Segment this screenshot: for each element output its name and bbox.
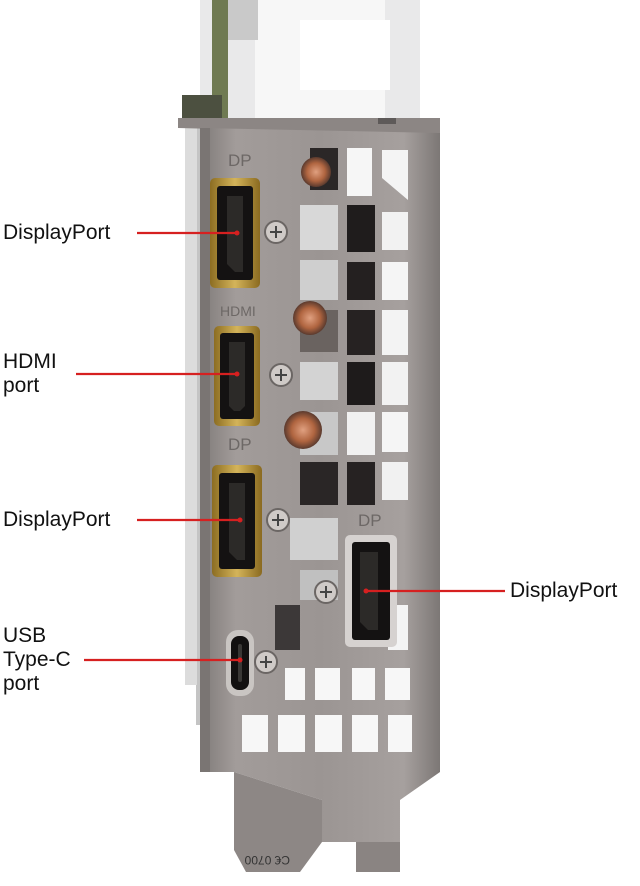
- callout-line: port: [3, 672, 40, 695]
- label-hdmi: HDMI: [220, 303, 256, 319]
- callout-line: Type-C: [3, 648, 71, 671]
- screw-5: [254, 650, 278, 674]
- callout-line: USB: [3, 624, 47, 647]
- label-dp-2: DP: [228, 435, 252, 454]
- heat-pipes: [284, 157, 331, 449]
- callout-displayport-1: DisplayPort: [3, 221, 110, 245]
- callout-line: HDMI: [3, 350, 57, 373]
- callout-usb-type-c-port: USB Type-C port: [3, 624, 71, 696]
- bracket-tab: [234, 772, 322, 872]
- callout-line: DisplayPort: [3, 508, 111, 531]
- leader-lines: [76, 230, 505, 663]
- usb-c-connector: [226, 630, 254, 696]
- screw-3: [266, 508, 290, 532]
- label-dp-1: DP: [228, 151, 252, 170]
- screw-2: [269, 363, 293, 387]
- callout-displayport-3: DisplayPort: [510, 579, 617, 603]
- screw-1: [264, 220, 288, 244]
- label-bottom-code: C€ 0700: [244, 853, 290, 867]
- screw-4: [314, 580, 338, 604]
- callout-line: port: [3, 374, 40, 397]
- label-dp-3: DP: [358, 511, 382, 530]
- callout-displayport-2: DisplayPort: [3, 508, 110, 532]
- bracket-top-flange: [178, 118, 440, 135]
- callout-hdmi-port: HDMI port: [3, 350, 57, 398]
- screws: [254, 220, 338, 674]
- callout-line: DisplayPort: [510, 579, 618, 602]
- callout-line: DisplayPort: [3, 221, 111, 244]
